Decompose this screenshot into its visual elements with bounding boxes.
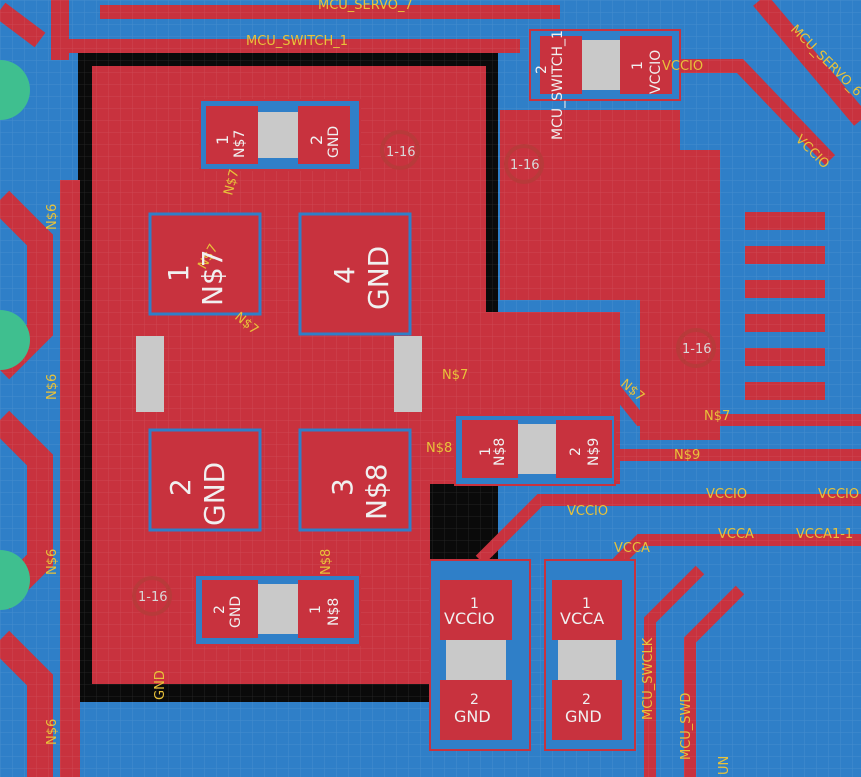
through-hole-pad	[0, 550, 30, 610]
pad-net: MCU_SWITCH_1	[550, 30, 566, 140]
pad-number: 1	[162, 264, 195, 282]
component-mid	[454, 414, 616, 486]
pad-number: 1	[308, 605, 324, 614]
pad-net: GND	[326, 126, 342, 158]
pad-number: 1	[470, 596, 479, 612]
via-label: 1-16	[682, 342, 712, 357]
pad-number: 2	[568, 447, 584, 456]
capacitor-vccio	[429, 559, 531, 751]
pad-number: 3	[326, 478, 359, 496]
net-label-mcu-swd: MCU_SWD	[679, 693, 694, 760]
net-label-ns8: N$8	[426, 441, 452, 456]
via-label: 1-16	[138, 590, 168, 605]
through-hole-pad	[0, 60, 30, 120]
capacitor-vcca	[544, 559, 636, 751]
pad-net: N$8	[326, 598, 342, 626]
net-label-mcu-swclk: MCU_SWCLK	[641, 637, 656, 720]
pad-net: N$7	[232, 130, 248, 158]
net-label-vcca: VCCA	[718, 527, 754, 542]
component-switch	[529, 29, 681, 101]
component-bottom-left	[194, 574, 361, 646]
pad-net: VCCIO	[444, 609, 495, 628]
pad-net: GND	[565, 707, 602, 726]
pad-number: 2	[470, 692, 479, 708]
pad-number: 1	[582, 596, 591, 612]
pad-net: GND	[198, 462, 231, 526]
pad-net: N$7	[196, 249, 229, 306]
net-label-vcca: VCCA	[614, 541, 650, 556]
net-label-mcu-switch-1: MCU_SWITCH_1	[246, 34, 348, 49]
net-label-ns6: N$6	[45, 549, 60, 575]
component-large	[136, 212, 422, 532]
net-label-ns6: N$6	[45, 719, 60, 745]
pad-net: VCCA	[560, 609, 604, 628]
via-label: 1-16	[386, 145, 416, 160]
through-hole-pad	[0, 310, 30, 370]
pad-net: VCCIO	[648, 50, 664, 94]
pad-number: 2	[534, 65, 550, 74]
net-label-vccio: VCCIO	[567, 504, 608, 519]
pad-net: N$8	[492, 438, 508, 466]
net-label-un: UN	[717, 756, 732, 775]
pad-number: 2	[582, 692, 591, 708]
component-top-left	[199, 99, 361, 171]
pad-number: 1	[630, 61, 646, 70]
net-label-ns8: N$8	[319, 549, 334, 575]
pad-number: 2	[212, 605, 228, 614]
pad-number: 1	[478, 447, 494, 456]
net-label-ns7: N$7	[442, 368, 468, 383]
pad-net: GND	[228, 596, 244, 628]
net-label-vccio: VCCIO	[706, 487, 747, 502]
net-label-ns6: N$6	[45, 204, 60, 230]
net-label-vcca-1-1: VCCA1-1	[796, 527, 853, 542]
net-label-vccio: VCCIO	[818, 487, 859, 502]
via-label: 1-16	[510, 158, 540, 173]
net-label-ns6: N$6	[45, 374, 60, 400]
pad-net: N$9	[586, 438, 602, 466]
pad-net: GND	[454, 707, 491, 726]
net-label-ns7: N$7	[221, 168, 242, 197]
vias	[132, 130, 716, 616]
net-label-ns7: N$7	[704, 409, 730, 424]
pad-net: GND	[362, 246, 395, 310]
net-label-mcu-servo-7: MCU_SERVO_7	[318, 0, 413, 13]
pad-number: 1	[213, 135, 232, 145]
pad-number: 2	[164, 478, 197, 496]
pad-number: 4	[328, 266, 361, 284]
pad-number: 2	[307, 135, 326, 145]
net-label-gnd-pour: GND	[153, 670, 168, 700]
pad-net: N$8	[360, 463, 393, 520]
net-label-vccio-top: VCCIO	[662, 59, 703, 74]
net-label-ns9: N$9	[674, 448, 700, 463]
